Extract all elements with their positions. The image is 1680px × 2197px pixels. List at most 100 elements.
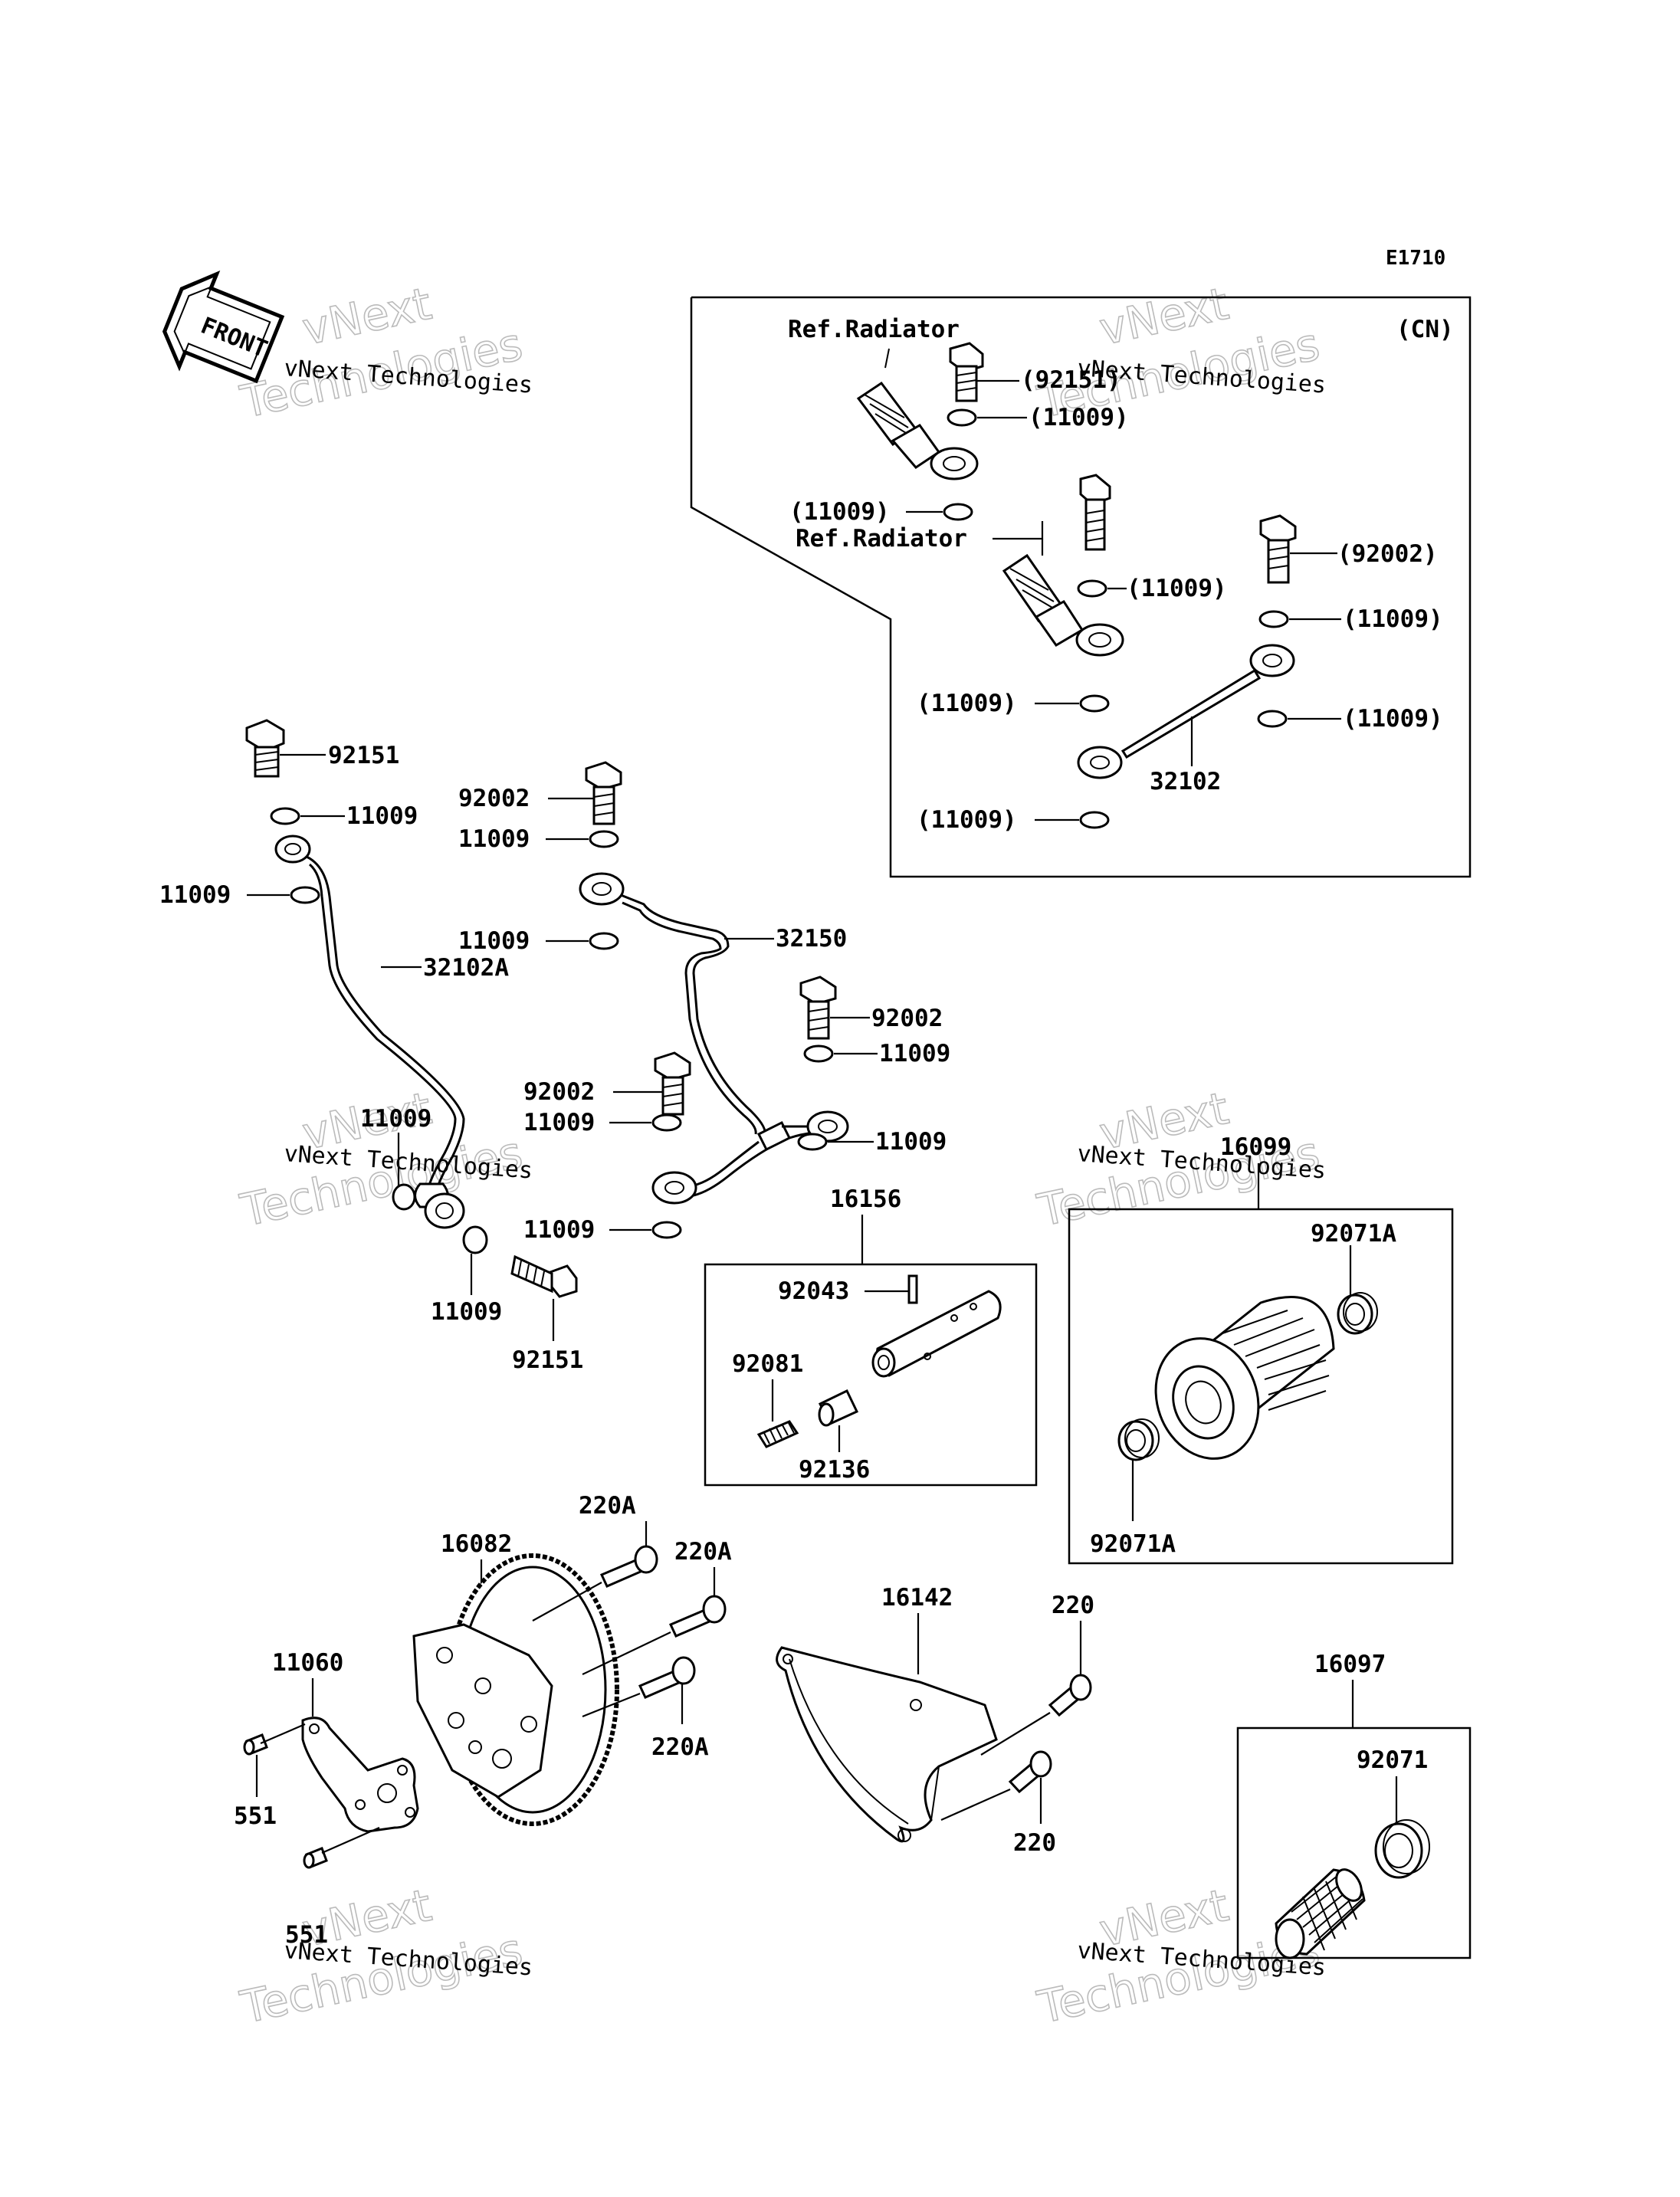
oil-pipe-32150 (579, 872, 849, 1205)
washer-icon (803, 1044, 834, 1063)
part-label: 92002 (458, 785, 530, 812)
washer-icon (270, 807, 300, 825)
washer-icon (290, 886, 320, 904)
part-label: 92071A (1090, 1530, 1176, 1558)
part-label: 32102A (423, 954, 509, 982)
part-label: 220 (1052, 1592, 1094, 1619)
oring-icon (1117, 1418, 1160, 1461)
part-label: (92002) (1337, 540, 1438, 568)
bolt-icon (654, 1051, 691, 1116)
oil-pump-icon (412, 1553, 619, 1826)
part-label: 11009 (523, 1216, 595, 1244)
part-label: (11009) (1029, 404, 1129, 431)
part-label: (11009) (1343, 605, 1443, 633)
washer-icon (651, 1221, 682, 1239)
washer-icon (1258, 610, 1289, 628)
bolt-icon (599, 1545, 658, 1588)
part-label: 220A (674, 1538, 732, 1566)
part-label: (11009) (1343, 705, 1443, 733)
variant-label: (CN) (1396, 316, 1454, 343)
oil-strainer-frame (1236, 1726, 1472, 1959)
part-label: 16156 (830, 1185, 901, 1213)
part-label: 11009 (431, 1298, 502, 1326)
washer-icon (1079, 811, 1110, 829)
bolt-icon (1008, 1750, 1052, 1794)
part-label: 11009 (346, 802, 418, 830)
part-label: 551 (234, 1802, 277, 1830)
washer-icon (589, 830, 619, 848)
part-label: 16097 (1314, 1651, 1386, 1678)
bolt-icon (638, 1656, 696, 1699)
part-label: 11009 (875, 1128, 947, 1156)
part-label: 11009 (458, 927, 530, 955)
part-label: 92002 (523, 1078, 595, 1106)
washer-icon (1257, 710, 1288, 728)
washer-icon (392, 1183, 416, 1211)
part-label: 220A (651, 1733, 709, 1761)
part-label: (11009) (789, 498, 890, 526)
oil-pipe-32102 (1077, 644, 1295, 779)
bolt-icon (799, 976, 837, 1040)
cn-variant-frame (690, 296, 1472, 878)
part-label: 92136 (799, 1456, 870, 1484)
part-label: 551 (285, 1921, 328, 1949)
part-label: 92071A (1311, 1220, 1396, 1248)
ref-radiator-label-2: Ref.Radiator (796, 525, 967, 553)
banjo-bolt-icon (510, 1254, 578, 1298)
diagram-code: E1710 (1386, 247, 1445, 270)
bolt-icon (668, 1595, 727, 1638)
part-label: 220 (1013, 1829, 1056, 1857)
banjo-bolt-icon (245, 719, 285, 778)
washer-icon (943, 503, 973, 521)
part-label: 11060 (272, 1649, 343, 1677)
washer-icon (1077, 579, 1107, 598)
bolt-icon (1259, 514, 1297, 584)
watermark-bottom-left: vNext Technologies vNext Technologies (235, 1878, 533, 2035)
part-label: 32150 (776, 925, 847, 953)
part-label: 11009 (458, 825, 530, 853)
washer-icon (797, 1133, 828, 1151)
oring-icon (1374, 1819, 1430, 1879)
bolt-icon (1048, 1674, 1092, 1717)
part-label: 92151 (328, 742, 399, 769)
part-label: 16099 (1220, 1133, 1291, 1161)
part-label: (11009) (917, 806, 1017, 834)
part-label: 92002 (871, 1005, 943, 1032)
oil-filter-icon (1154, 1296, 1335, 1460)
washer-icon (947, 408, 977, 427)
oring-icon (1337, 1292, 1378, 1335)
spring-icon (756, 1420, 799, 1448)
oil-filter-frame (1068, 1208, 1454, 1565)
part-label: (11009) (917, 690, 1017, 717)
relief-valve-frame (704, 1263, 1038, 1487)
part-label: 92151 (512, 1346, 583, 1374)
bolt-icon (585, 761, 622, 825)
part-label: 11009 (159, 881, 231, 909)
part-label: (11009) (1127, 575, 1227, 602)
part-label: 92081 (732, 1350, 803, 1378)
washer-icon (589, 932, 619, 950)
washer-icon (462, 1225, 488, 1254)
part-label: 92043 (778, 1277, 849, 1305)
part-label: 11009 (523, 1109, 595, 1136)
valve-piston-icon (818, 1389, 859, 1427)
ref-radiator-label-1: Ref.Radiator (788, 316, 960, 343)
part-label: 11009 (879, 1040, 950, 1067)
radiator-hose-fitting-upper (856, 348, 979, 480)
part-label: 220A (579, 1492, 636, 1520)
part-label: 32102 (1150, 768, 1221, 795)
oil-screen-cover-icon (776, 1646, 998, 1843)
front-arrow-icon: FRONT (162, 270, 285, 384)
part-label: (92151) (1021, 366, 1121, 394)
part-label: 16142 (881, 1584, 953, 1612)
part-label: 16082 (441, 1530, 512, 1558)
strainer-mesh-icon (1275, 1868, 1366, 1959)
part-label: 92071 (1357, 1746, 1428, 1774)
radiator-hose-fitting-lower (1002, 474, 1124, 657)
oil-pipe-32102A (274, 835, 465, 1229)
washer-icon (651, 1113, 682, 1132)
dowel-pin-icon (303, 1847, 328, 1869)
relief-valve-icon (871, 1274, 1002, 1378)
pump-plate-icon (301, 1717, 419, 1833)
